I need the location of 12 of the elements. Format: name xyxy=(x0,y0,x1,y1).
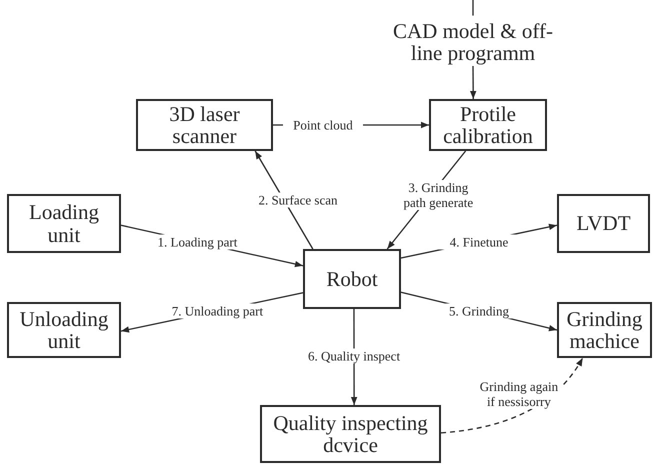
process-box: Protile calibration xyxy=(429,99,547,151)
process-box: Robot xyxy=(303,249,401,309)
process-box: LVDT xyxy=(557,194,650,253)
edge-label: Point cloud xyxy=(282,118,363,132)
process-box: Unloading unit xyxy=(7,302,121,358)
line xyxy=(472,0,474,16)
process-box: Grinding machice xyxy=(557,302,652,358)
arrow xyxy=(470,66,476,99)
text-label: CAD model & off-line programm xyxy=(380,18,566,66)
process-box: Loading unit xyxy=(7,194,121,253)
process-box: Quality inspecting dcvice xyxy=(260,405,441,463)
process-box: 3D laser scanner xyxy=(136,99,273,151)
